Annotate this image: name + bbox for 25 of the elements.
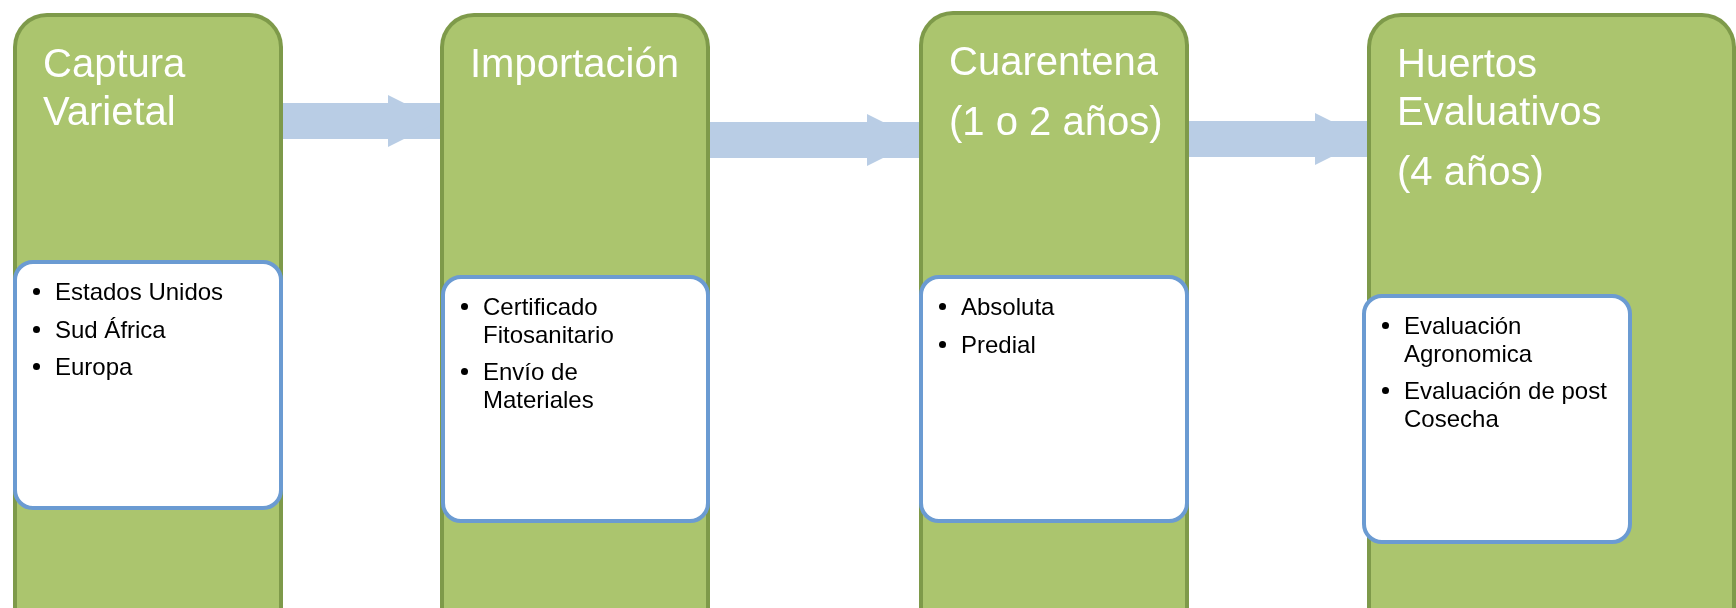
detail-box	[1362, 294, 1632, 544]
list-item: Evaluación Agronomica	[1404, 312, 1533, 367]
stage-title: Importación	[470, 40, 680, 87]
detail-box	[441, 275, 710, 523]
list-item: Evaluación de post Cosecha	[1404, 377, 1607, 432]
list-item: Predial	[961, 330, 1036, 358]
list-item: Sud África	[55, 315, 166, 343]
stage-title: Captura Varietal	[43, 40, 187, 135]
list-item: Certificado Fitosanitario	[483, 293, 614, 348]
detail-box	[13, 260, 283, 510]
stage-title: (4 años)	[1397, 148, 1545, 195]
list-item: Estados Unidos	[55, 278, 224, 305]
stage-title: (1 o 2 años)	[949, 98, 1164, 145]
block-arrow	[1189, 112, 1367, 166]
block-arrow	[283, 94, 440, 148]
list-item: Absoluta	[961, 293, 1055, 320]
detail-box	[919, 275, 1189, 523]
stage-box	[919, 11, 1189, 608]
stage-title: Cuarentena	[949, 38, 1160, 85]
list-item: Envío de Materiales	[483, 358, 594, 413]
list-item: Europa	[55, 353, 133, 381]
block-arrow	[710, 113, 919, 167]
stage-title: Huertos Evaluativos	[1397, 40, 1603, 135]
stage-box	[440, 13, 710, 608]
stage-box	[13, 13, 283, 608]
